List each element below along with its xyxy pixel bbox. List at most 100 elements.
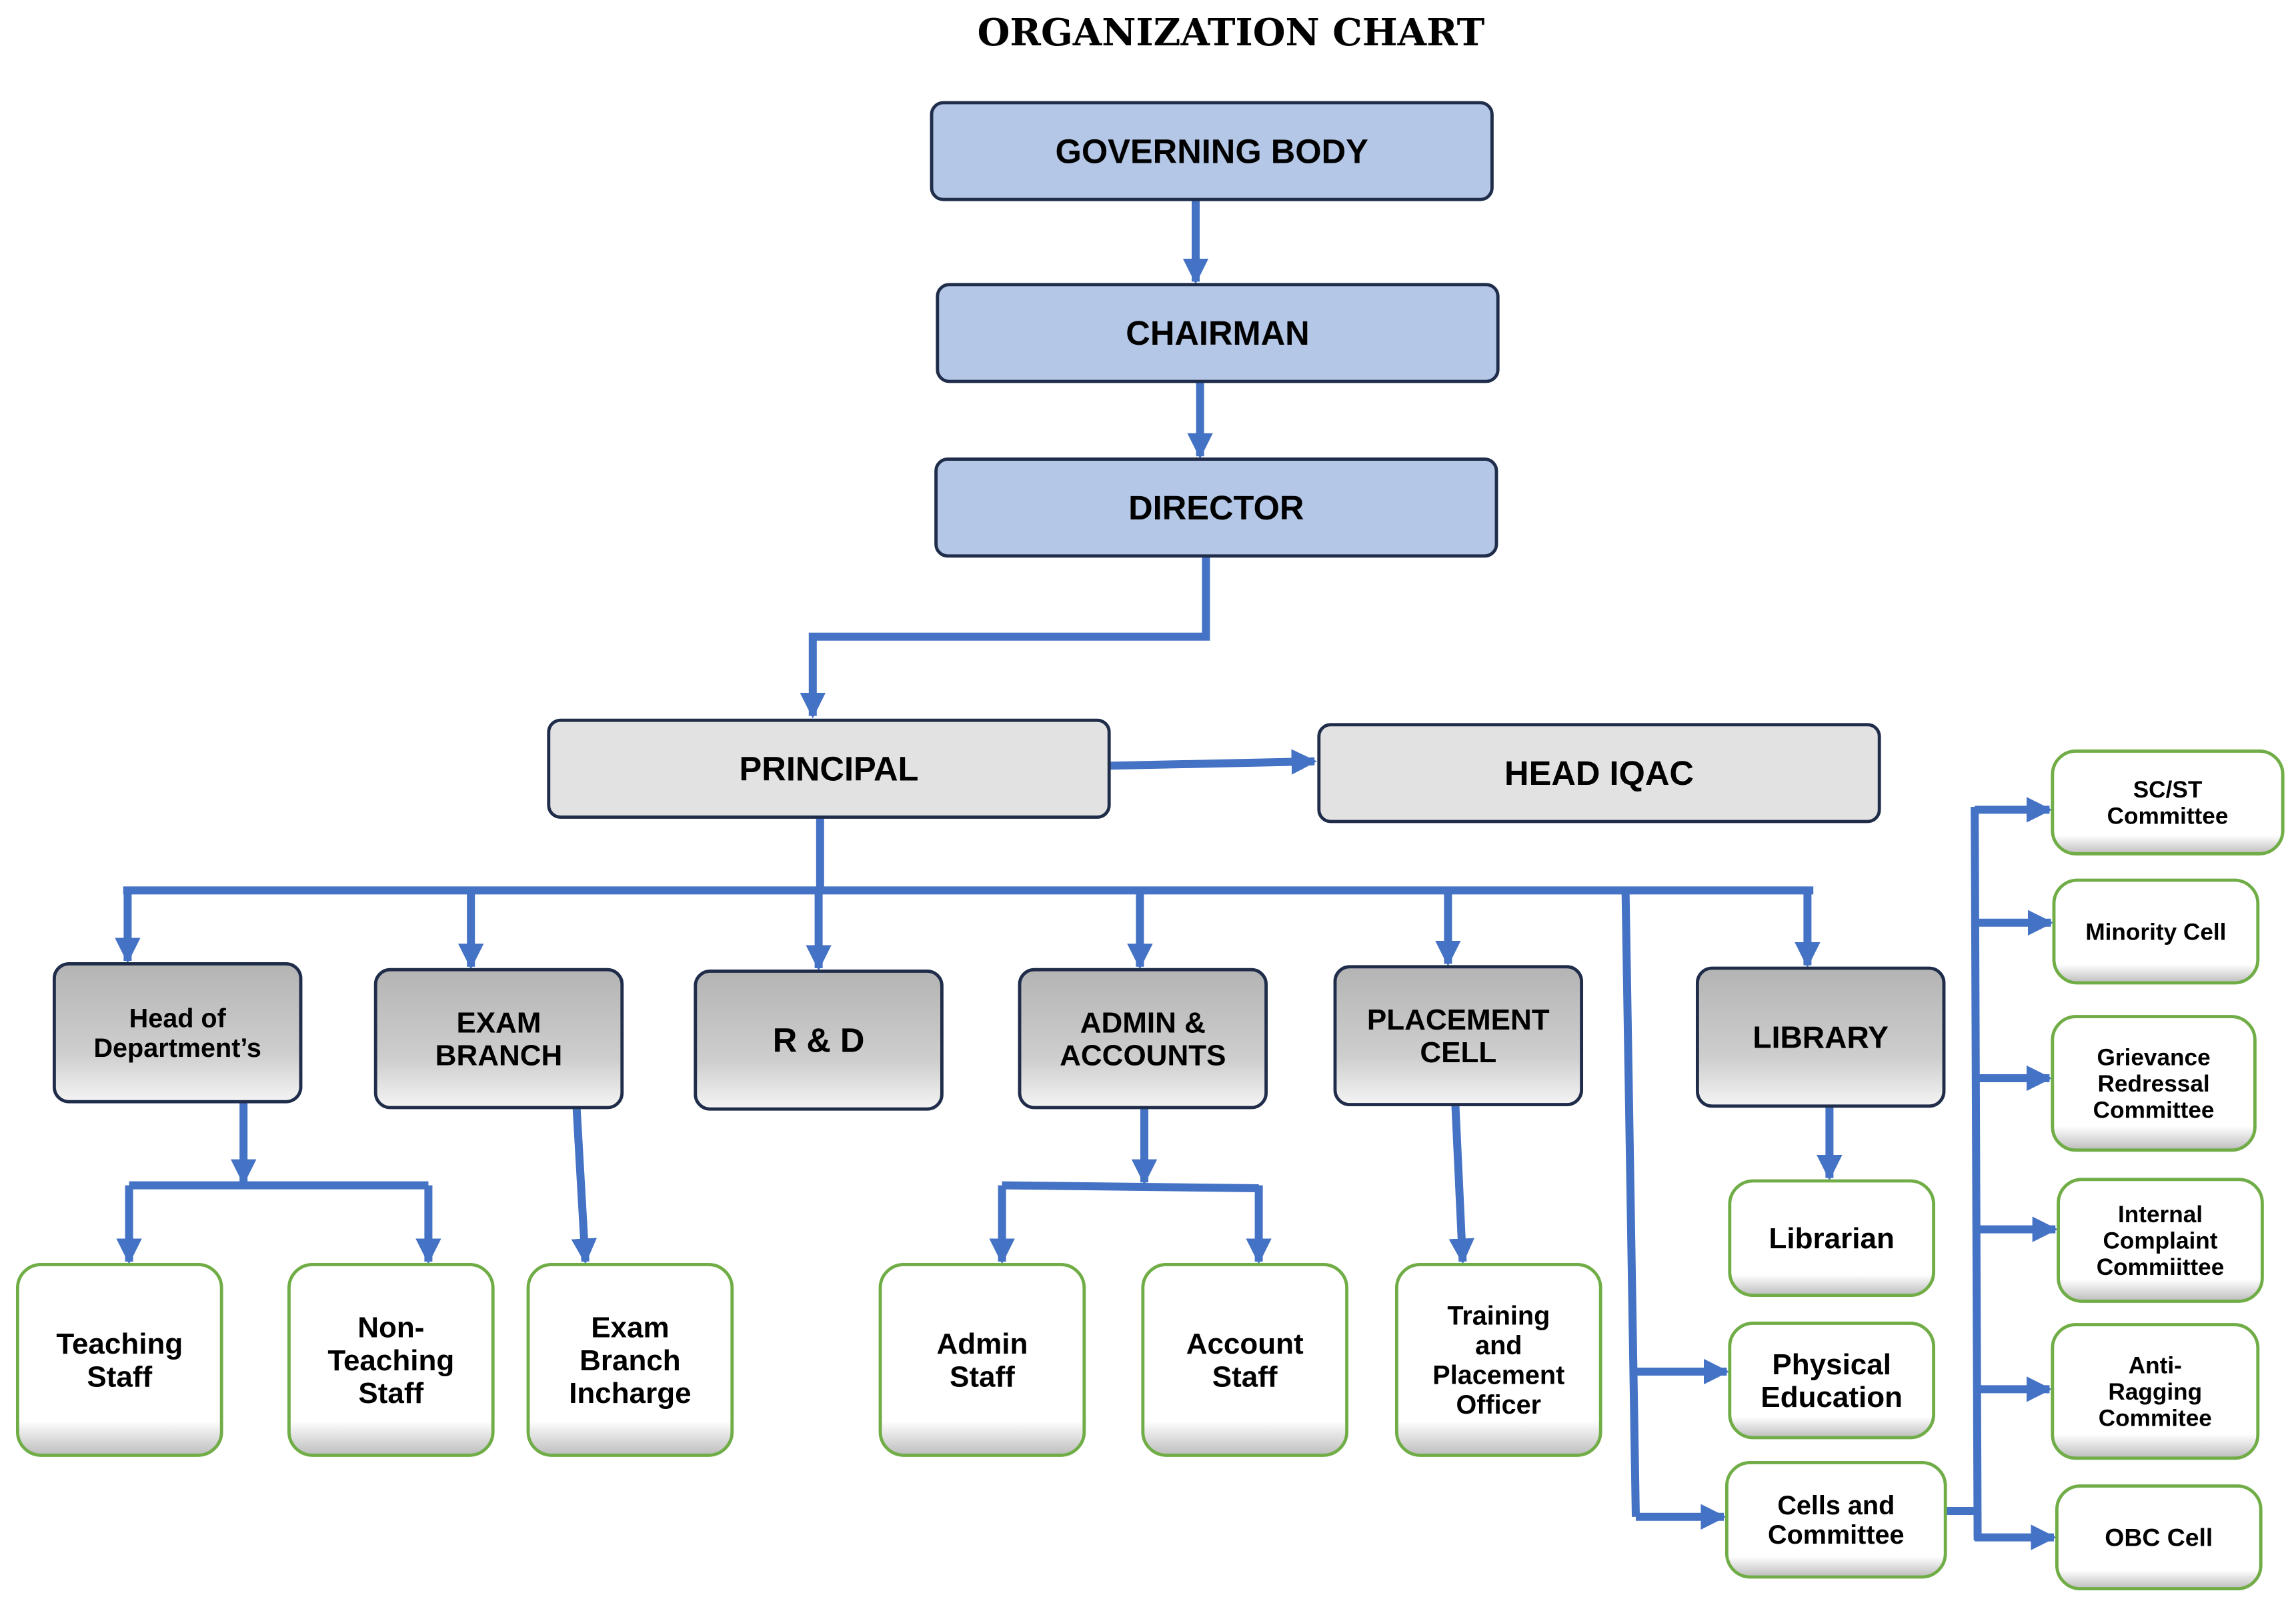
node-box: [547, 718, 1111, 819]
node-label-line: Staff: [950, 1360, 1015, 1393]
node-library: LIBRARY: [1695, 966, 1946, 1108]
node-minority-cell: Minority Cell: [2052, 878, 2260, 985]
exam-incharge-connector: [571, 1107, 597, 1264]
node-label-line: CHAIRMAN: [1126, 314, 1309, 352]
node-label-line: Head of: [129, 1004, 227, 1034]
node-box: [15, 1262, 223, 1457]
node-label-line: and: [1475, 1331, 1522, 1360]
node-governing-body: GOVERNING BODY: [930, 101, 1494, 201]
node-box: [1018, 968, 1268, 1110]
node-box: [1394, 1262, 1602, 1457]
node-label-line: Officer: [1456, 1390, 1542, 1420]
node-box: [2051, 749, 2285, 856]
node-box: [2052, 878, 2260, 985]
node-label: OBC Cell: [2105, 1524, 2213, 1552]
node-label-line: Committee: [2107, 803, 2229, 829]
node-label: ADMIN &ACCOUNTS: [1060, 1006, 1226, 1072]
node-box: [694, 969, 944, 1111]
node-label-line: Training: [1447, 1302, 1550, 1331]
node-box: [1728, 1321, 1936, 1440]
node-label-line: Staff: [358, 1377, 423, 1410]
node-label-line: Branch: [580, 1344, 681, 1377]
node-label: GOVERNING BODY: [1055, 132, 1368, 170]
node-head-iqac: HEAD IQAC: [1317, 723, 1881, 824]
node-r-and-d: R & D: [694, 969, 944, 1111]
node-label-line: DIRECTOR: [1128, 489, 1304, 527]
node-label-line: ADMIN &: [1080, 1006, 1206, 1039]
connectors: [115, 199, 2059, 1550]
node-label-line: EXAM: [456, 1006, 541, 1039]
node-label: Minority Cell: [2085, 919, 2226, 945]
node-label-line: OBC Cell: [2105, 1524, 2213, 1552]
node-box: [2055, 1484, 2263, 1591]
node-label-line: Committee: [1768, 1520, 1905, 1550]
node-label-line: PRINCIPAL: [740, 750, 919, 788]
node-admin-accounts: ADMIN &ACCOUNTS: [1018, 968, 1268, 1110]
admin-branch-bar: [1002, 1181, 1259, 1192]
node-box: [2051, 1323, 2260, 1460]
node-label-line: Exam: [591, 1312, 669, 1344]
principal-iqac-connector: [1109, 749, 1318, 775]
node-label-line: R & D: [773, 1022, 865, 1060]
node-chairman: CHAIRMAN: [936, 283, 1500, 383]
node-label-line: Internal: [2118, 1202, 2203, 1228]
node-label-line: Anti-: [2129, 1353, 2182, 1379]
node-label: Librarian: [1769, 1222, 1895, 1255]
node-label-line: Cells and: [1777, 1491, 1895, 1520]
node-box: [878, 1262, 1086, 1457]
node-obc-cell: OBC Cell: [2055, 1484, 2263, 1591]
node-label-line: ACCOUNTS: [1060, 1040, 1226, 1072]
node-box: [373, 968, 624, 1110]
node-librarian: Librarian: [1728, 1179, 1936, 1298]
node-label-line: Minority Cell: [2085, 919, 2226, 945]
node-box: [287, 1262, 495, 1457]
node-label-line: Physical: [1772, 1348, 1891, 1381]
node-box: [934, 457, 1498, 558]
node-box: [2057, 1178, 2264, 1303]
node-box: [1728, 1179, 1936, 1298]
node-label-line: Staff: [1212, 1360, 1278, 1393]
node-label-line: Teaching: [56, 1328, 183, 1360]
node-principal: PRINCIPAL: [547, 718, 1111, 819]
node-box: [930, 101, 1494, 201]
node-label-line: Admin: [936, 1328, 1028, 1360]
cells-branch-line: [1621, 890, 1640, 1517]
node-label-line: Education: [1761, 1381, 1903, 1414]
node-label-line: Commiittee: [2097, 1254, 2225, 1280]
node-director: DIRECTOR: [934, 457, 1498, 558]
node-box: [936, 283, 1500, 383]
node-label-line: Commitee: [2099, 1405, 2212, 1431]
node-label-line: LIBRARY: [1753, 1020, 1889, 1055]
node-label-line: Complaint: [2103, 1228, 2217, 1254]
node-label: HEAD IQAC: [1504, 754, 1694, 792]
chart-title: ORGANIZATION CHART: [978, 11, 1485, 55]
node-label-line: Grievance: [2097, 1045, 2211, 1071]
placement-officer-connector: [1448, 1104, 1474, 1264]
node-label: R & D: [773, 1022, 865, 1060]
dir-principal-connector: [800, 555, 1210, 719]
node-label: DIRECTOR: [1128, 489, 1304, 527]
node-label-line: Librarian: [1769, 1222, 1895, 1255]
node-label-line: Account: [1186, 1328, 1304, 1360]
node-label-line: HEAD IQAC: [1504, 754, 1694, 792]
node-box: [526, 1262, 734, 1457]
node-label-line: Non-: [357, 1312, 424, 1344]
